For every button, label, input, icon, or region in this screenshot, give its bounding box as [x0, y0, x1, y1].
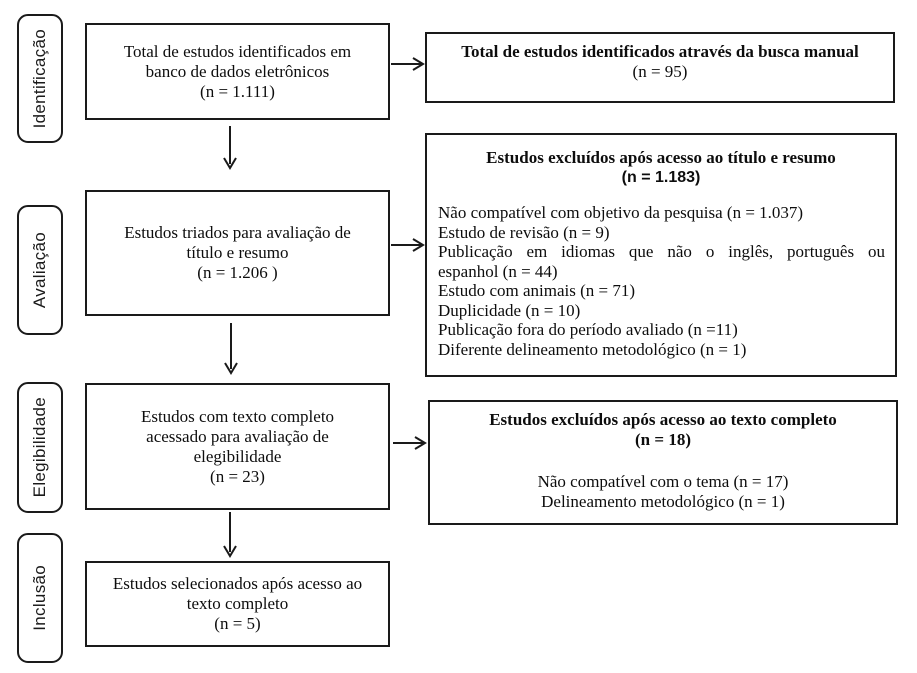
arrow-down-icon	[223, 126, 237, 170]
stage-elegibilidade: Elegibilidade	[17, 382, 63, 513]
arrow-down-icon	[223, 512, 237, 558]
flow-box-fulltext: Estudos com texto completo acessado para…	[85, 383, 390, 510]
flow-box-included-line: texto completo	[186, 594, 289, 613]
side-box-excluded-fulltext: Estudos excluídos após acesso ao texto c…	[428, 400, 898, 525]
arrow-down-icon	[224, 323, 238, 375]
flow-box-identified-line: Total de estudos identificados em	[123, 41, 352, 61]
stage-elegibilidade-label: Elegibilidade	[30, 397, 49, 498]
exclusion-reason: Publicação em idiomas que não o inglês, …	[438, 242, 885, 261]
exclusion-reason: Diferente delineamento metodológico (n =…	[438, 339, 747, 359]
stage-inclusao-label: Inclusão	[30, 565, 49, 631]
side-box-excluded-title-abstract-count: (n = 1.183)	[621, 169, 701, 186]
exclusion-reason: espanhol (n = 44)	[438, 261, 558, 281]
stage-identificacao: Identificação	[17, 14, 63, 143]
arrow-right-icon	[393, 436, 427, 450]
flow-box-screened-line: título e resumo	[186, 243, 289, 262]
exclusion-reason-list: Não compatível com o tema (n = 17) Delin…	[430, 472, 896, 511]
flow-box-identified: Total de estudos identificados em banco …	[85, 23, 390, 120]
exclusion-reason-list: Não compatível com objetivo da pesquisa …	[427, 203, 895, 359]
exclusion-reason: Duplicidade (n = 10)	[438, 300, 581, 320]
arrow-right-icon	[391, 238, 425, 252]
side-box-excluded-fulltext-count: (n = 18)	[635, 430, 691, 449]
exclusion-reason: Não compatível com objetivo da pesquisa …	[438, 203, 804, 222]
flow-box-screened: Estudos triados para avaliação de título…	[85, 190, 390, 316]
flow-box-included-count: (n = 5)	[214, 614, 261, 633]
exclusion-reason: Não compatível com o tema (n = 17)	[537, 472, 789, 491]
exclusion-reason: Delineamento metodológico (n = 1)	[541, 491, 785, 511]
side-box-excluded-fulltext-title: Estudos excluídos após acesso ao texto c…	[489, 410, 837, 429]
flow-box-fulltext-count: (n = 23)	[210, 466, 265, 486]
flow-box-fulltext-line: elegibilidade	[193, 446, 282, 466]
flow-box-identified-count: (n = 1.111)	[200, 81, 275, 101]
flow-box-fulltext-line: acessado para avaliação de	[146, 426, 329, 446]
stage-identificacao-label: Identificação	[30, 28, 49, 129]
exclusion-reason: Estudo de revisão (n = 9)	[438, 222, 610, 242]
stage-avaliacao: Avaliação	[17, 205, 63, 335]
flow-box-included-line: Estudos selecionados após acesso ao	[112, 574, 363, 593]
side-box-manual-search-count: (n = 95)	[632, 62, 688, 81]
stage-avaliacao-label: Avaliação	[30, 231, 49, 309]
flow-box-screened-line: Estudos triados para avaliação de	[124, 223, 351, 242]
arrow-right-icon	[391, 57, 425, 71]
side-box-excluded-title-abstract: Estudos excluídos após acesso ao título …	[425, 133, 897, 377]
exclusion-reason: Estudo com animais (n = 71)	[438, 281, 636, 300]
side-box-manual-search-title: Total de estudos identificados através d…	[461, 42, 859, 61]
side-box-manual-search: Total de estudos identificados através d…	[425, 32, 895, 103]
stage-inclusao: Inclusão	[17, 533, 63, 663]
flow-box-included: Estudos selecionados após acesso ao text…	[85, 561, 390, 647]
exclusion-reason: Publicação fora do período avaliado (n =…	[438, 320, 738, 339]
flow-box-fulltext-line: Estudos com texto completo	[140, 406, 335, 426]
flow-box-identified-line: banco de dados eletrônicos	[145, 61, 330, 81]
side-box-excluded-title-abstract-title: Estudos excluídos após acesso ao título …	[486, 148, 836, 167]
flow-box-screened-count: (n = 1.206 )	[197, 263, 278, 282]
